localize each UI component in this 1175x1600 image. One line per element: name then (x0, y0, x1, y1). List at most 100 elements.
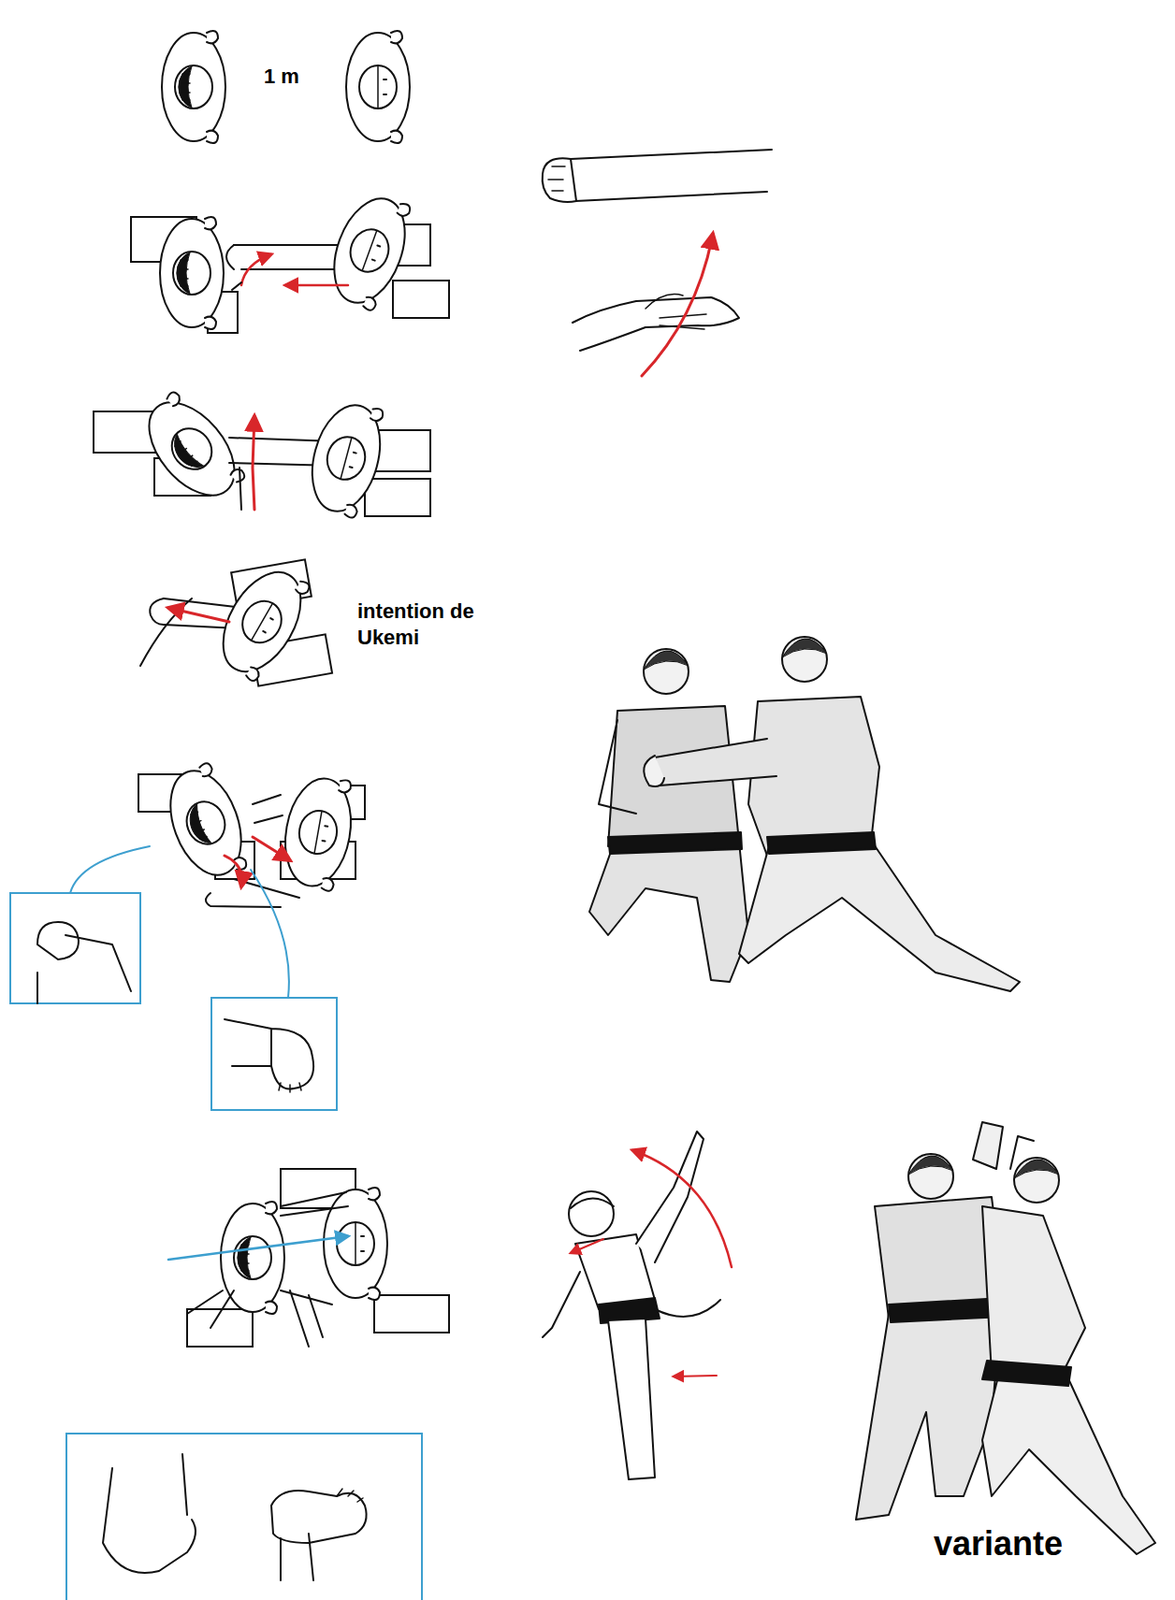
hair (176, 252, 190, 294)
trousers (589, 841, 749, 983)
hair (178, 66, 192, 108)
top-view-figure (301, 395, 392, 522)
motion-arrow (168, 1236, 349, 1261)
face-mark (262, 618, 274, 633)
motion-arrow (168, 608, 230, 623)
face-mark (322, 826, 329, 842)
shoulders-outline (276, 773, 359, 892)
hair (184, 804, 211, 848)
head (359, 65, 397, 109)
kick-figure (542, 1131, 721, 1480)
motion-arrow (641, 233, 713, 377)
hand (265, 1302, 277, 1315)
standing-leg (608, 1319, 655, 1480)
arm (252, 795, 283, 824)
head (234, 594, 290, 651)
top-view-figure (320, 187, 420, 315)
hair (908, 1156, 954, 1175)
head (322, 433, 371, 485)
judoka-figure (908, 1154, 954, 1200)
hand (370, 407, 385, 423)
shoulders-outline (301, 397, 392, 520)
judoka-figure (1014, 1158, 1059, 1204)
judoka-figure (643, 649, 689, 695)
leg (280, 1291, 333, 1348)
hair (782, 638, 827, 658)
extended-arm (654, 739, 777, 786)
hand (204, 317, 217, 330)
arm (542, 1272, 581, 1338)
sketch-stroke (140, 598, 192, 667)
hand (391, 130, 403, 144)
motion-arrow (241, 254, 272, 286)
open-hand (572, 297, 740, 351)
sketch-stroke (654, 1300, 721, 1318)
sleeve (570, 149, 772, 202)
shoulders-outline (346, 32, 410, 142)
foot-detail (224, 1019, 314, 1090)
toes (278, 1083, 302, 1093)
hair (1014, 1160, 1059, 1179)
belt (982, 1361, 1072, 1387)
foot-mark (392, 280, 450, 319)
top-view-figure (161, 30, 226, 144)
detail-box (10, 893, 141, 1004)
belt (608, 832, 742, 855)
head (174, 65, 213, 109)
hair-hatch (178, 260, 189, 287)
hand (368, 1188, 380, 1201)
hair (643, 651, 689, 670)
hand (338, 779, 352, 794)
jacket (982, 1206, 1086, 1385)
hand (396, 202, 412, 218)
raised-hand (972, 1122, 1003, 1170)
face-line (340, 438, 351, 479)
shoulders-outline (320, 188, 419, 313)
head (908, 1154, 954, 1200)
variante-pair (855, 1122, 1156, 1555)
top-view-figure (157, 759, 256, 887)
top-view-figure (276, 771, 360, 894)
motion-arrow (570, 1239, 604, 1254)
detail-box (211, 998, 337, 1111)
hand (344, 504, 359, 520)
judoka-pair (589, 637, 1020, 992)
foot-sketch (102, 1454, 196, 1574)
shoulders-outline (161, 32, 226, 142)
trousers (855, 1305, 1001, 1521)
leader-line (70, 846, 150, 894)
head (336, 1222, 375, 1266)
hand (165, 390, 183, 407)
judoka-figure (782, 637, 827, 682)
hair-hatch (188, 812, 207, 841)
head (163, 420, 220, 479)
hand (391, 30, 403, 44)
motion-arrow (252, 416, 255, 510)
face-line (314, 812, 322, 853)
hand (265, 1202, 277, 1215)
hand (320, 877, 334, 892)
head (295, 808, 340, 857)
belt (767, 832, 876, 855)
hair (237, 1237, 251, 1279)
fingers (645, 294, 707, 330)
arm (280, 1192, 349, 1217)
head (344, 224, 394, 278)
headband (570, 1198, 614, 1209)
motion-arrow (673, 1376, 717, 1378)
hair (166, 434, 204, 475)
raised-hand (1010, 1136, 1034, 1170)
shoulders-outline (159, 218, 224, 328)
hand (204, 217, 217, 230)
sketch-stroke (239, 467, 242, 510)
face-line (377, 66, 379, 108)
hand (368, 1288, 380, 1301)
variant-label: variante (933, 1523, 1063, 1566)
face-line (354, 1223, 357, 1265)
head (568, 1191, 614, 1237)
face-line (251, 604, 273, 640)
leg-sketch (280, 1534, 314, 1582)
face-mark (361, 1236, 364, 1252)
annotation-label: 1 m (263, 63, 300, 90)
toes (336, 1489, 363, 1503)
